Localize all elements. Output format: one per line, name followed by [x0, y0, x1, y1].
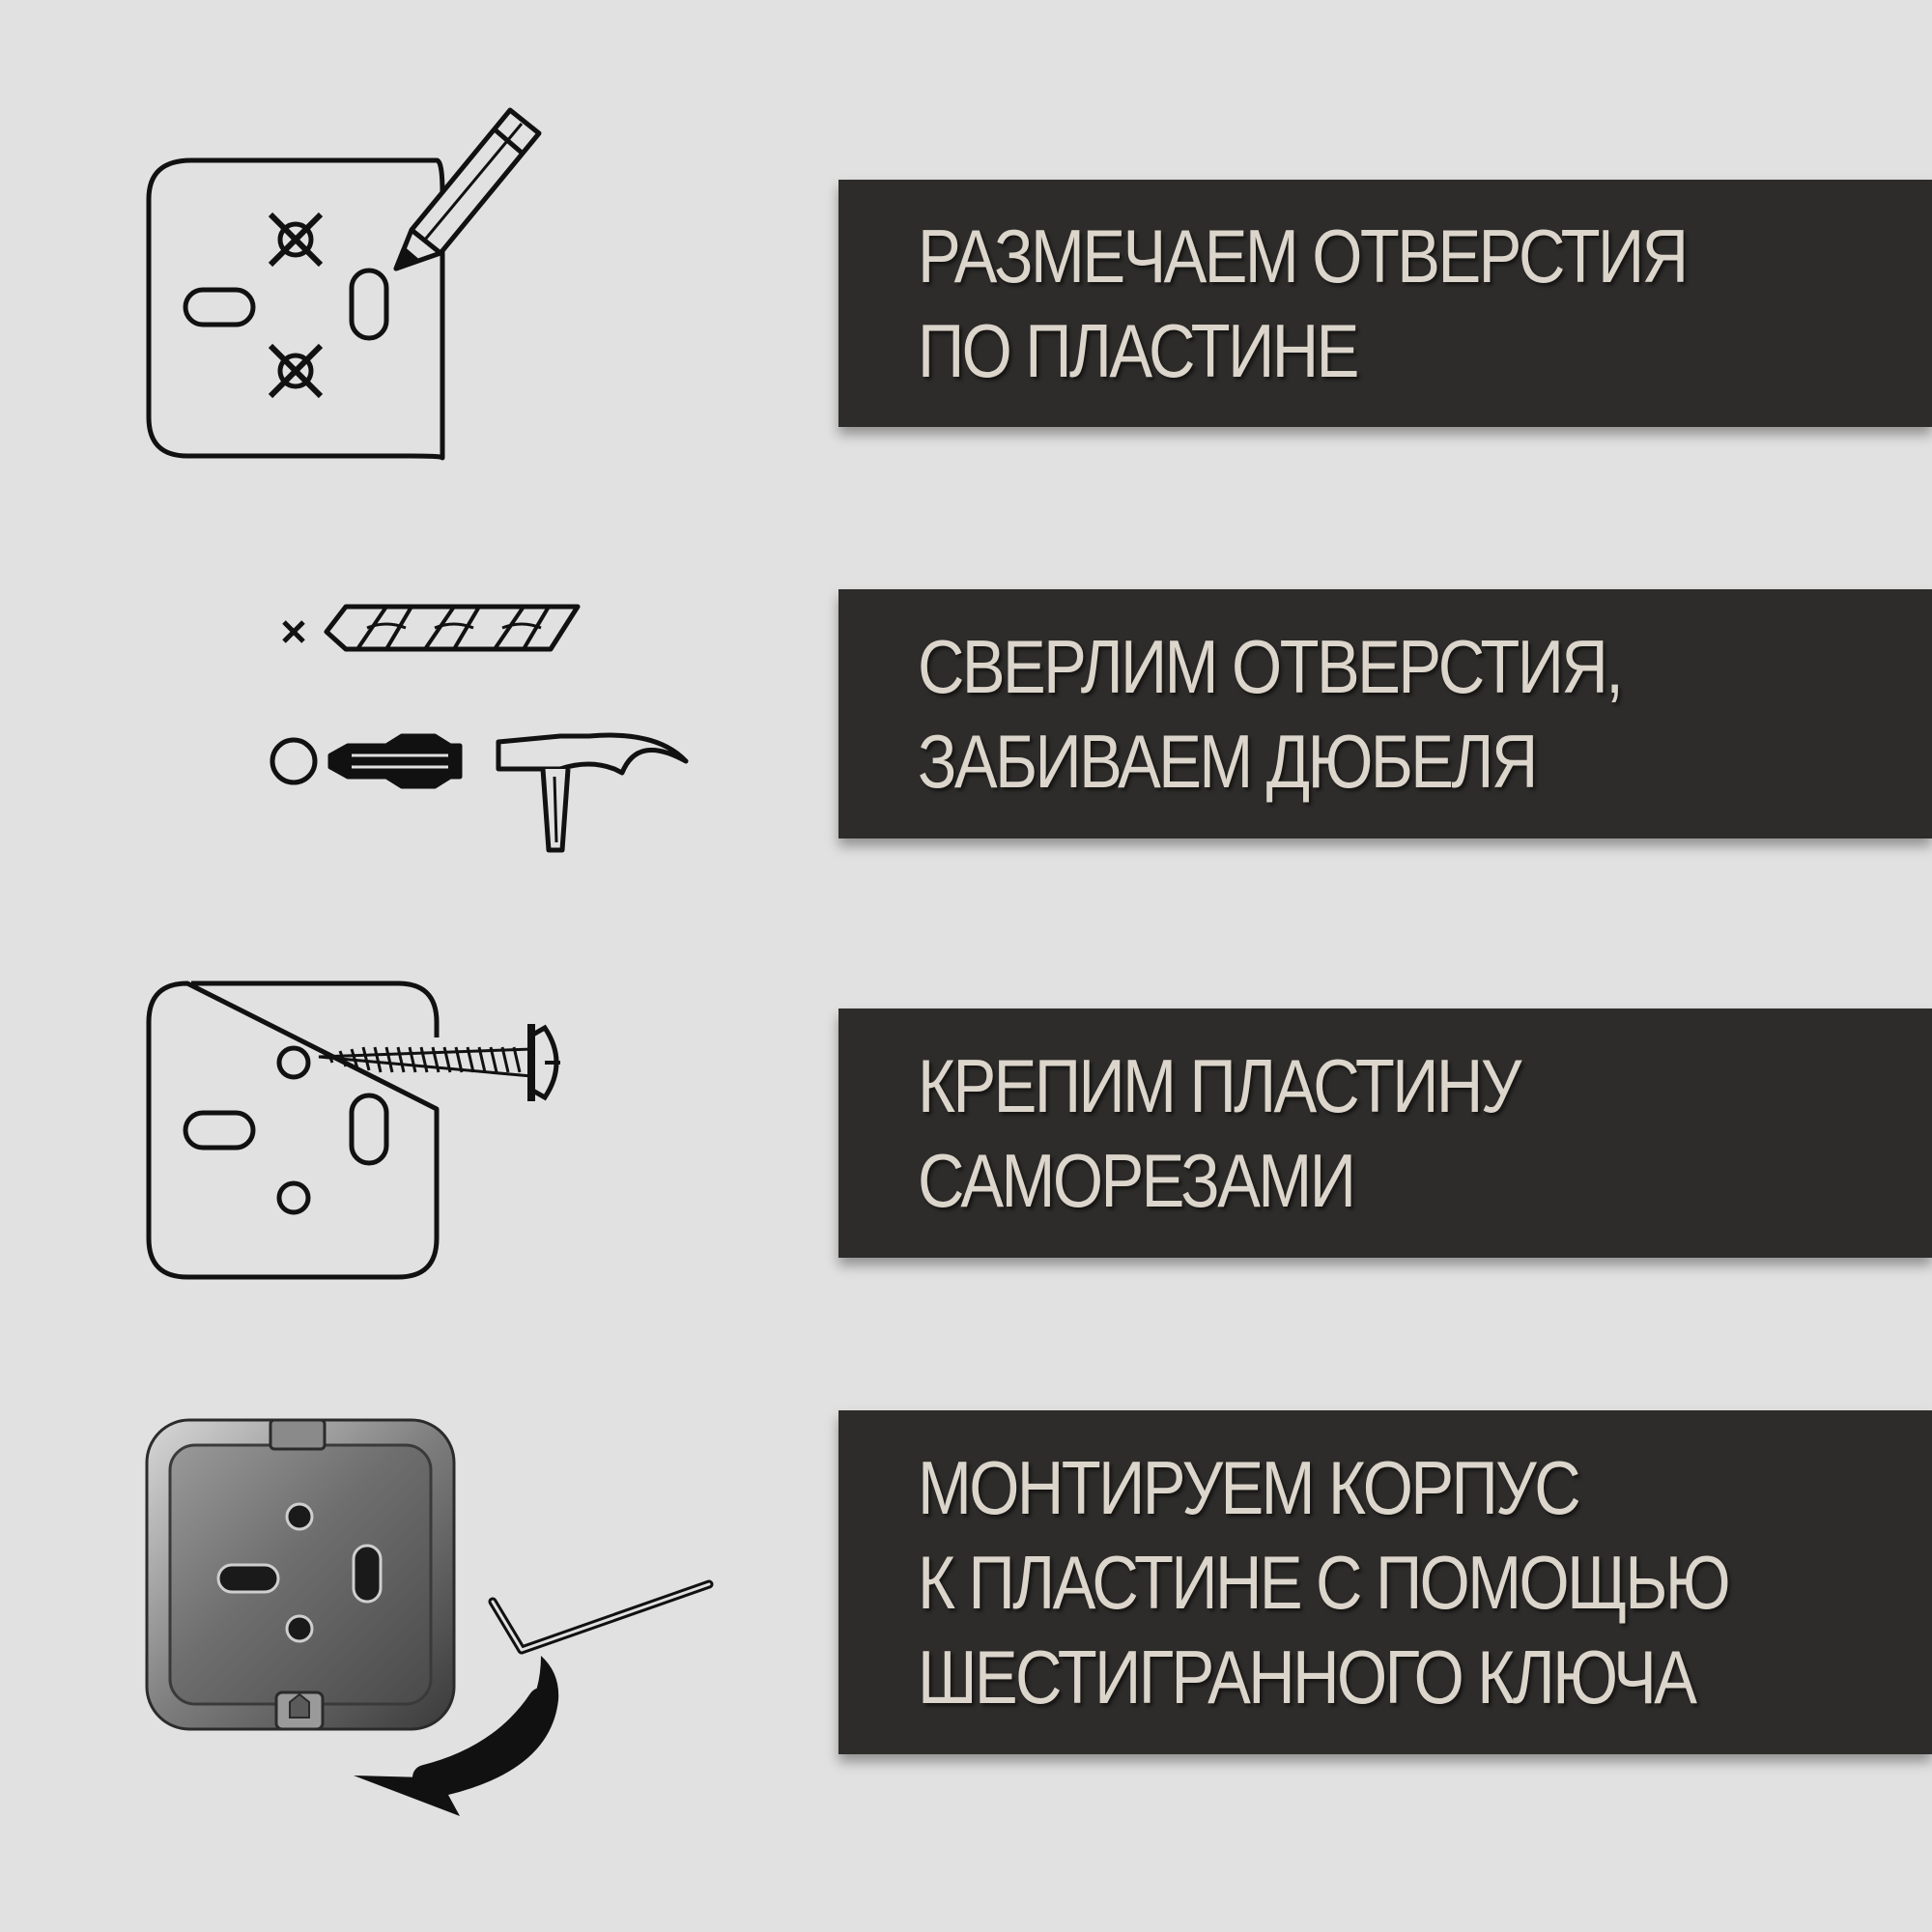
slot-vertical: [349, 1093, 389, 1166]
step-4-line-2: К ПЛАСТИНЕ С ПОМОЩЬЮ: [918, 1540, 1731, 1625]
step-panel-3: КРЕПИМ ПЛАСТИНУ САМОРЕЗАМИ: [838, 1009, 1932, 1258]
housing-icon: [145, 1418, 456, 1731]
screw-icon: [318, 1024, 560, 1101]
mounting-plate-outline: [146, 157, 445, 461]
drill-bit-icon: [324, 604, 581, 652]
step-3-line-1: КРЕПИМ ПЛАСТИНУ: [918, 1043, 1521, 1128]
mounting-plate-outline: [146, 980, 440, 1280]
slot-horizontal: [183, 287, 256, 327]
step-panel-1: РАЗМЕЧАЕМ ОТВЕРСТИЯ ПО ПЛАСТИНЕ: [838, 180, 1932, 427]
hole-mark-bottom: [268, 343, 324, 399]
step-4-line-1: МОНТИРУЕМ КОРПУС: [918, 1445, 1581, 1530]
slot-horizontal: [183, 1110, 256, 1151]
step-3-line-2: САМОРЕЗАМИ: [918, 1138, 1356, 1223]
slot-vertical: [352, 1544, 383, 1604]
hole-bottom: [276, 1180, 311, 1215]
hole-icon: [270, 737, 318, 785]
drill-and-dowel-icon: [270, 604, 689, 853]
step-2-line-2: ЗАБИВАЕМ ДЮБЕЛЯ: [918, 719, 1538, 804]
step-4-line-3: ШЕСТИГРАННОГО КЛЮЧА: [918, 1634, 1697, 1719]
step-2-line-1: СВЕРЛИМ ОТВЕРСТИЯ,: [918, 624, 1624, 709]
hole-top: [276, 1045, 311, 1080]
screw-plate-icon: [146, 980, 560, 1280]
hex-key-mount-icon: [145, 1418, 714, 1816]
hex-key-icon: [488, 1579, 714, 1655]
hammer-icon: [496, 732, 689, 853]
hole-bottom: [285, 1614, 314, 1643]
step-panel-2: СВЕРЛИМ ОТВЕРСТИЯ, ЗАБИВАЕМ ДЮБЕЛЯ: [838, 589, 1932, 838]
hole-top: [285, 1502, 314, 1531]
dowel-icon: [327, 733, 463, 789]
drill-mark-icon: [282, 620, 305, 643]
step-1-line-2: ПО ПЛАСТИНЕ: [918, 308, 1359, 393]
slot-vertical: [349, 268, 389, 341]
step-1-line-1: РАЗМЕЧАЕМ ОТВЕРСТИЯ: [918, 213, 1689, 298]
step-panel-4: МОНТИРУЕМ КОРПУС К ПЛАСТИНЕ С ПОМОЩЬЮ ШЕ…: [838, 1410, 1932, 1754]
mark-holes-icon: [146, 107, 542, 461]
slot-horizontal: [216, 1563, 280, 1594]
rotate-arrow-icon: [354, 1656, 559, 1816]
pencil-icon: [393, 107, 542, 271]
hole-mark-top: [268, 212, 324, 268]
